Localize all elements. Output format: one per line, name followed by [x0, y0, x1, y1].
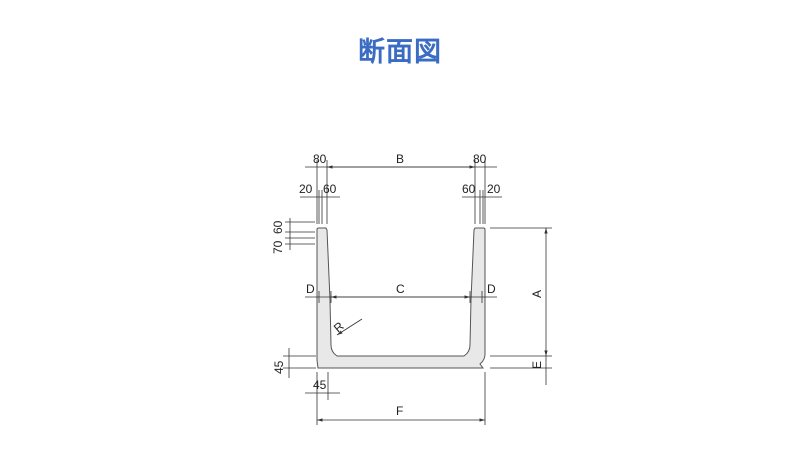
- label-60-vertical: 60: [271, 220, 285, 234]
- inner-dimension-line: [305, 291, 497, 303]
- left-top-dimension: [285, 218, 315, 250]
- top-sub-dimension-line: [300, 190, 502, 224]
- label-B: B: [396, 152, 404, 166]
- height-dimension-A: [490, 227, 552, 385]
- bottom-dimension-F: [317, 372, 486, 425]
- top-dimension-line: [305, 160, 497, 224]
- label-A: A: [530, 290, 544, 298]
- label-20-right: 20: [487, 182, 501, 196]
- label-E: E: [530, 361, 544, 369]
- channel-section: [316, 227, 486, 369]
- label-70-vertical: 70: [271, 240, 285, 254]
- radius-leader: [336, 318, 363, 336]
- bottom-small-dimension: [305, 372, 340, 425]
- label-F: F: [396, 404, 403, 418]
- label-45-vertical: 45: [272, 360, 286, 374]
- left-bottom-dimension: [283, 348, 316, 378]
- label-D-left: D: [306, 282, 315, 296]
- label-20-left: 20: [299, 182, 313, 196]
- label-80-left: 80: [313, 152, 327, 166]
- label-C: C: [396, 282, 405, 296]
- label-60-left: 60: [323, 182, 337, 196]
- page-title: 断面図: [358, 37, 442, 68]
- label-60-right: 60: [462, 182, 476, 196]
- label-80-right: 80: [473, 152, 487, 166]
- label-R: R: [331, 319, 347, 336]
- label-45-bottom: 45: [313, 378, 327, 392]
- label-D-right: D: [487, 282, 496, 296]
